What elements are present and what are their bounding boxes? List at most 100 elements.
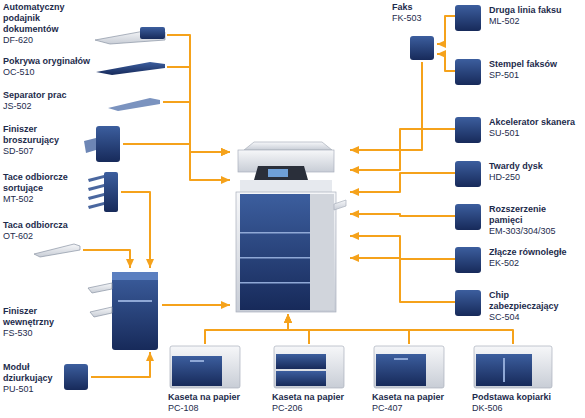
part-name: Kaseta na papier [168, 392, 264, 403]
option-icon [455, 59, 481, 85]
inner-finisher-icon [88, 272, 158, 350]
connector [350, 62, 422, 150]
item-label: Kaseta na papierPC-206 [272, 392, 368, 414]
cassette-icon [374, 346, 444, 388]
part-name: Chip zabezpieczający [489, 290, 581, 312]
item-label: Złącze równoległeEK-502 [489, 247, 581, 269]
part-name: Moduł dziurkujący [3, 362, 61, 384]
option-icon [455, 290, 481, 316]
accessory-item: Automatyczny podajnik dokumentówDF-620 [3, 2, 167, 50]
part-name: Separator prac [3, 90, 93, 101]
model-number: JS-502 [3, 101, 93, 112]
connector [167, 35, 230, 152]
accessory-item: Twardy dyskHD-250 [455, 160, 583, 188]
accessory-item: Separator pracJS-502 [3, 90, 163, 114]
connector [83, 250, 130, 268]
option-icon [455, 247, 481, 273]
connector [350, 214, 455, 216]
model-number: OT-602 [3, 231, 79, 242]
item-label: Moduł dziurkującyPU-501 [3, 362, 61, 395]
part-name: Finiszer wewnętrzny [3, 306, 73, 328]
copier [230, 136, 350, 314]
connector [350, 129, 455, 170]
part-name: Podstawa kopiarki [472, 392, 572, 403]
item-label: Finiszer broszurującySD-507 [3, 124, 73, 157]
part-name: Druga linia faksu [489, 5, 581, 16]
item-label: Rozszerzenie pamięciEM-303/304/305 [489, 204, 581, 237]
item-label: Pokrywa oryginałówOC-510 [3, 56, 95, 78]
model-number: PC-407 [372, 403, 468, 414]
part-name: Automatyczny podajnik dokumentów [3, 2, 75, 35]
item-label: Kaseta na papierPC-407 [372, 392, 468, 414]
accessory-item: FaksFK-503 [392, 2, 437, 62]
accessory-item: Podstawa kopiarkiDK-506 [472, 344, 576, 416]
item-label: Podstawa kopiarkiDK-506 [472, 392, 572, 414]
item-label: Akcelerator skaneraSU-501 [489, 117, 581, 139]
item-label: Kaseta na papierPC-108 [168, 392, 264, 414]
model-number: ML-502 [489, 16, 581, 27]
item-label: Tace odbiorcze sortująceMT-502 [3, 172, 81, 205]
accessory-item: Finiszer broszurującySD-507 [3, 124, 123, 164]
item-label: FaksFK-503 [392, 2, 436, 24]
model-number: PC-206 [272, 403, 368, 414]
model-number: MT-502 [3, 194, 81, 205]
model-number: FK-503 [392, 13, 436, 24]
accessory-item: Chip zabezpieczającySC-504 [455, 289, 583, 324]
item-label: Automatyczny podajnik dokumentówDF-620 [3, 2, 75, 46]
cassette-icon [170, 346, 240, 388]
accessory-item: Finiszer wewnętrznyFS-530 [3, 268, 162, 352]
accessory-item: Pokrywa oryginałówOC-510 [3, 56, 167, 80]
part-name: Akcelerator skanera [489, 117, 581, 128]
model-number: SC-504 [489, 312, 581, 323]
punch-icon [64, 364, 88, 390]
part-name: Tace odbiorcze sortujące [3, 172, 81, 194]
part-name: Pokrywa oryginałów [3, 56, 95, 67]
item-label: Taca odbiorczaOT-602 [3, 220, 79, 242]
cassette-icon [274, 346, 344, 388]
part-name: Finiszer broszurujący [3, 124, 73, 146]
model-number: OC-510 [3, 67, 95, 78]
item-label: Separator pracJS-502 [3, 90, 93, 112]
connector [91, 352, 150, 377]
connector [123, 144, 230, 180]
part-name: Kaseta na papier [372, 392, 468, 403]
part-name: Złącze równoległe [489, 247, 581, 258]
separator-icon [108, 98, 160, 111]
connector [288, 314, 513, 344]
accessory-item: Taca odbiorczaOT-602 [3, 220, 83, 260]
cover-icon [96, 62, 165, 75]
accessory-item: Rozszerzenie pamięciEM-303/304/305 [455, 203, 583, 238]
option-icon [455, 5, 481, 31]
model-number: EM-303/304/305 [489, 226, 581, 237]
copier-illustration [236, 142, 346, 312]
part-name: Twardy dysk [489, 161, 581, 172]
model-number: DF-620 [3, 35, 75, 46]
booklet-finisher-icon [84, 126, 120, 162]
copier-stand-icon [474, 346, 552, 388]
part-name: Rozszerzenie pamięci [489, 204, 581, 226]
model-number: EK-502 [489, 258, 581, 269]
connector [350, 236, 455, 259]
accessory-item: Stempel faksówSP-501 [455, 58, 583, 86]
connector [205, 314, 288, 344]
model-number: PU-501 [3, 384, 61, 395]
item-label: Druga linia faksuML-502 [489, 5, 581, 27]
item-label: Stempel faksówSP-501 [489, 59, 581, 81]
connector [167, 67, 230, 152]
accessory-item: Druga linia faksuML-502 [455, 4, 583, 32]
option-icon [455, 204, 481, 230]
accessory-item: Tace odbiorcze sortująceMT-502 [3, 172, 121, 212]
model-number: SD-507 [3, 146, 73, 157]
part-name: Kaseta na papier [272, 392, 368, 403]
connector [437, 16, 455, 44]
accessory-item: Kaseta na papierPC-206 [272, 344, 370, 416]
connector [121, 192, 150, 268]
connector [162, 304, 230, 306]
connector [350, 258, 455, 302]
connector [350, 173, 455, 192]
connector [437, 54, 455, 71]
accessory-item: Akcelerator skaneraSU-501 [455, 116, 583, 144]
item-label: Finiszer wewnętrznyFS-530 [3, 306, 73, 339]
model-number: PC-108 [168, 403, 264, 414]
option-icon [455, 117, 481, 143]
